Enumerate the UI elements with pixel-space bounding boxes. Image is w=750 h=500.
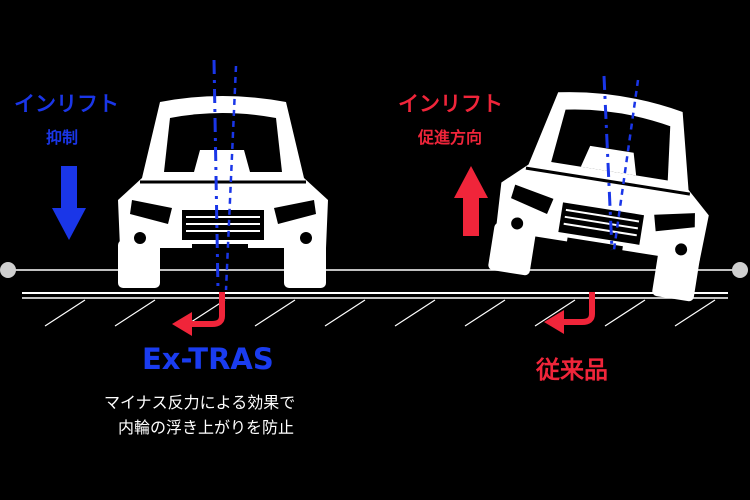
description-line-1: マイナス反力による効果で (104, 393, 296, 412)
left-axis-lines (212, 59, 238, 291)
curved-arrow-icon (544, 292, 595, 334)
right-subtitle: 促進方向 (418, 128, 483, 147)
right-car (488, 92, 709, 302)
curved-arrow-icon (172, 292, 225, 336)
left-title: インリフト (14, 92, 119, 116)
description-line-2: 内輪の浮き上がりを防止 (118, 418, 295, 437)
road (0, 262, 748, 327)
left-car (118, 96, 328, 288)
conventional-product-name: 従来品 (536, 356, 608, 384)
left-subtitle: 抑制 (46, 128, 79, 147)
product-name: Ex-TRAS (142, 342, 274, 376)
down-arrow-icon (52, 166, 86, 240)
right-title: インリフト (398, 92, 503, 116)
right-axis-lines (602, 75, 640, 251)
up-arrow-icon (454, 166, 488, 236)
